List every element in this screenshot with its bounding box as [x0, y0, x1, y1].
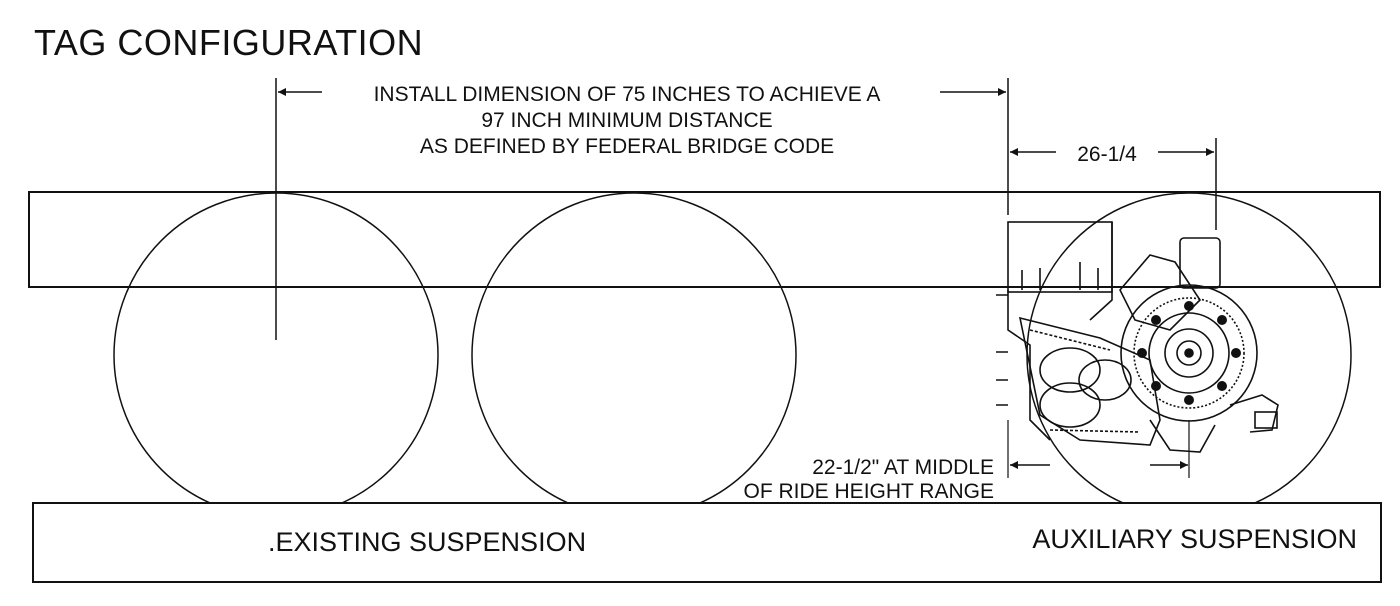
offset-dimension-label: 26-1/4 [1077, 143, 1137, 166]
diagram-title: TAG CONFIGURATION [34, 22, 424, 63]
ride-height-line2: OF RIDE HEIGHT RANGE [744, 480, 994, 503]
upper-frame-rail [28, 191, 1381, 288]
existing-suspension-label: .EXISTING SUSPENSION [268, 527, 586, 557]
install-dimension-line3: AS DEFINED BY FEDERAL BRIDGE CODE [420, 135, 834, 158]
auxiliary-suspension-assembly [996, 221, 1279, 453]
existing-wheel-rear [471, 192, 797, 503]
lower-frame-rail [32, 502, 1382, 583]
install-dimension-line1: INSTALL DIMENSION OF 75 INCHES TO ACHIEV… [374, 83, 881, 106]
ride-height-line1: 22-1/2" AT MIDDLE [812, 456, 994, 479]
auxiliary-suspension-label: AUXILIARY SUSPENSION [1032, 524, 1357, 554]
install-dimension-line2: 97 INCH MINIMUM DISTANCE [481, 109, 772, 132]
